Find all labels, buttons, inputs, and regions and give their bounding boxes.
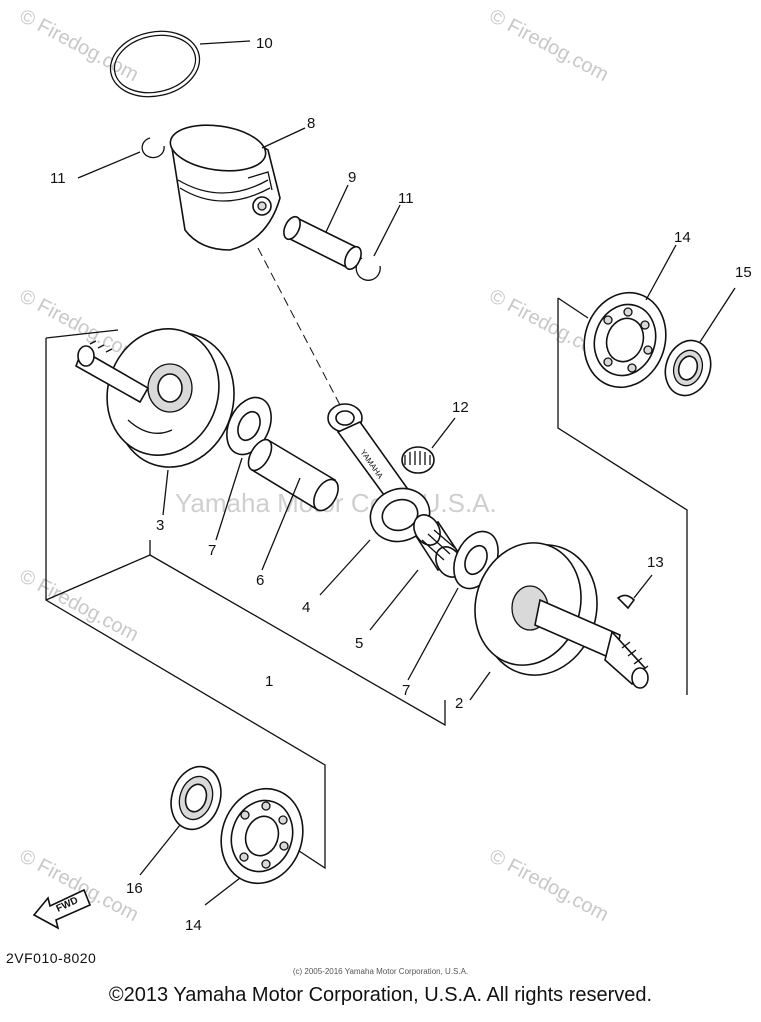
callout-13: 13 xyxy=(647,554,664,571)
crank-pin xyxy=(247,438,339,571)
callout-16: 16 xyxy=(126,880,143,897)
callout-12: 12 xyxy=(452,399,469,416)
callout-11: 11 xyxy=(398,190,414,207)
callout-10: 10 xyxy=(256,35,273,52)
bearing-upper xyxy=(583,244,677,389)
needle-bearing-small xyxy=(401,417,456,474)
callout-4: 4 xyxy=(302,599,310,616)
callout-7: 7 xyxy=(402,682,410,699)
fwd-arrow-icon: FWD xyxy=(32,888,92,930)
callout-1: 1 xyxy=(265,673,273,690)
callout-5: 5 xyxy=(355,635,363,652)
circlip-upper xyxy=(77,137,165,179)
callout-6: 6 xyxy=(256,572,264,589)
watermark-site: © Firedog.com xyxy=(16,5,142,86)
watermark-site: © Firedog.com xyxy=(486,5,612,86)
piston xyxy=(169,124,306,251)
watermark-site: © Firedog.com xyxy=(486,845,612,926)
callout-14: 14 xyxy=(185,917,202,934)
callout-3: 3 xyxy=(156,517,164,534)
crank-wheel-right xyxy=(469,542,649,701)
callout-2: 2 xyxy=(455,695,463,712)
callout-15: 15 xyxy=(735,264,752,281)
callout-7: 7 xyxy=(208,542,216,559)
piston-ring xyxy=(109,30,251,98)
circlip-lower xyxy=(355,204,401,281)
oil-seal-upper xyxy=(664,287,736,397)
callouts: 10 8 11 9 11 14 15 12 3 7 6 13 4 5 1 7 2… xyxy=(50,35,752,934)
needle-bearing-big xyxy=(369,514,463,631)
watermark-site: © Firedog.com xyxy=(16,565,142,646)
crank-wheel-left xyxy=(75,328,235,516)
watermarks: © Firedog.com © Firedog.com © Firedog.co… xyxy=(16,5,612,926)
callout-8: 8 xyxy=(307,115,315,132)
callout-14: 14 xyxy=(674,229,691,246)
callout-9: 9 xyxy=(348,169,356,186)
woodruff-key xyxy=(616,574,653,610)
diagram-code: 2VF010-8020 xyxy=(6,950,97,966)
oil-seal-lower xyxy=(139,765,222,876)
small-credit: (c) 2005-2016 Yamaha Motor Corporation, … xyxy=(292,967,469,976)
bearing-lower xyxy=(204,787,304,906)
piston-pin xyxy=(283,184,362,271)
washer-left xyxy=(215,396,272,541)
copyright-footer: ©2013 Yamaha Motor Corporation, U.S.A. A… xyxy=(108,984,653,1006)
callout-11: 11 xyxy=(50,170,66,187)
assembly-bracket xyxy=(45,297,688,870)
